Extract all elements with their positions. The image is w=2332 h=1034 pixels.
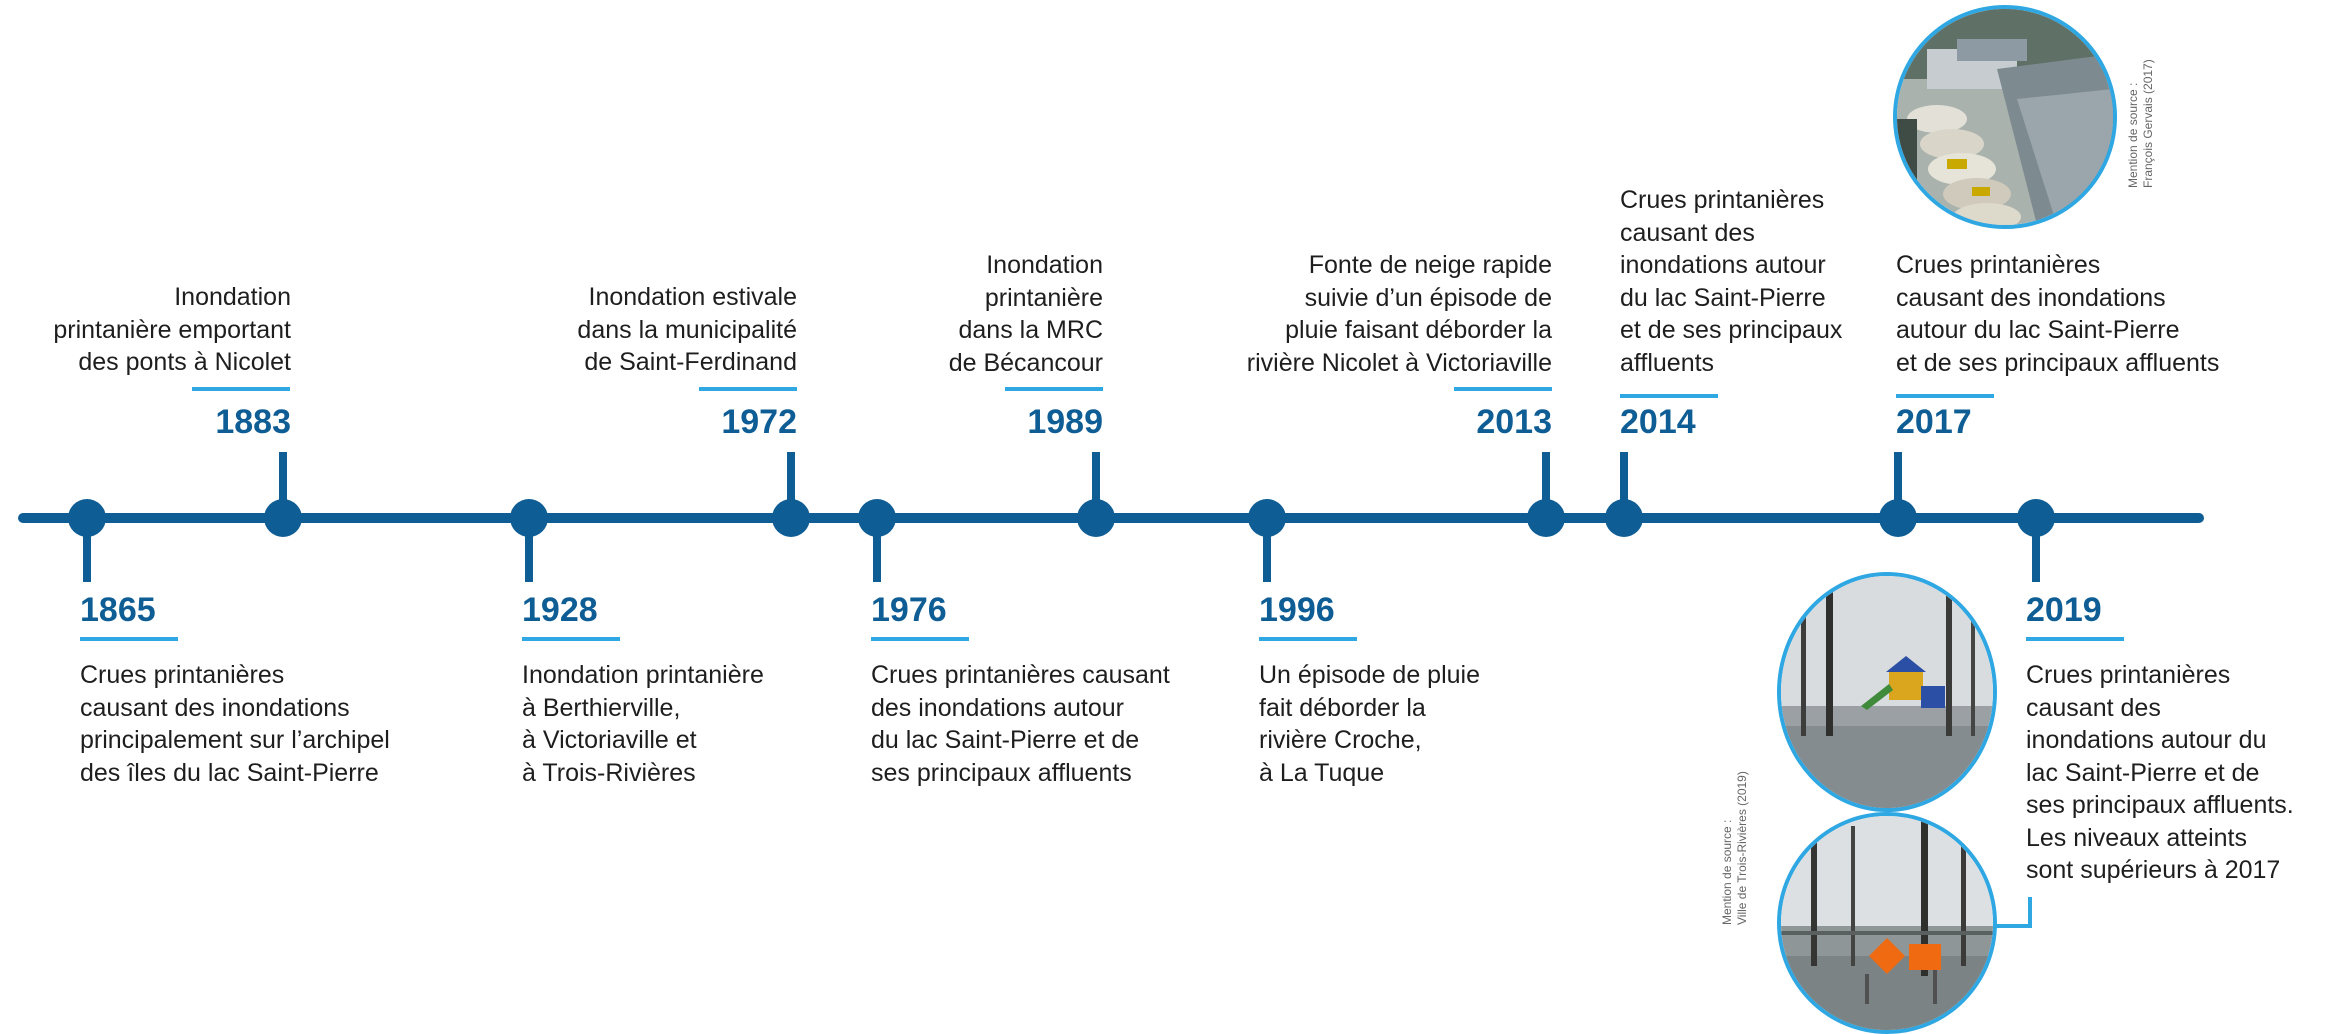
event-1928-year: 1928: [522, 591, 598, 629]
event-2013-year: 2013: [1476, 403, 1552, 441]
flood-street-image: [1897, 9, 2113, 225]
event-2019-description: Crues printanières causant des inondatio…: [2026, 661, 2294, 884]
photo-credit-2017: Mention de source : François Gervais (20…: [2126, 59, 2155, 188]
stem-2017: [1894, 452, 1902, 514]
year-underline-2017: [1896, 394, 1994, 398]
stem-1972: [787, 452, 795, 514]
stem-1865: [83, 520, 91, 582]
photo-credit-2019: Mention de source : Ville de Trois-Riviè…: [1720, 771, 1749, 925]
event-1865-description: Crues printanières causant des inondatio…: [80, 661, 390, 787]
stem-1883: [279, 452, 287, 514]
year-underline-1928: [522, 637, 620, 641]
event-1972-year: 1972: [721, 403, 797, 441]
flooded-park-image: [1781, 816, 1993, 1030]
year-underline-1972: [699, 387, 797, 391]
event-1996-description: Un épisode de pluie fait déborder la riv…: [1259, 661, 1480, 787]
photo-2019-flooded-park: [1777, 812, 1997, 1034]
year-underline-1865: [80, 637, 178, 641]
year-underline-2013: [1454, 387, 1552, 391]
event-1972-description: Inondation estivale dans la municipalité…: [577, 283, 797, 376]
year-underline-1989: [1005, 387, 1103, 391]
event-1976-year: 1976: [871, 591, 947, 629]
event-1883-description: Inondation printanière emportant des pon…: [53, 283, 291, 376]
event-1928-description: Inondation printanière à Berthierville, …: [522, 661, 764, 787]
stem-1989: [1092, 452, 1100, 514]
event-1989-description: Inondation printanière dans la MRC de Bé…: [948, 251, 1103, 377]
photo-connector-rise: [2028, 897, 2032, 928]
event-1996-year: 1996: [1259, 591, 1335, 629]
stem-2013: [1542, 452, 1550, 514]
event-1883-year: 1883: [215, 403, 291, 441]
year-underline-2019: [2026, 637, 2124, 641]
event-1976-description: Crues printanières causant des inondatio…: [871, 661, 1170, 787]
event-1989-year: 1989: [1027, 403, 1103, 441]
stem-2019: [2032, 520, 2040, 582]
photo-2017-flood-street: [1893, 5, 2117, 229]
flooded-playground-image: [1781, 576, 1993, 808]
stem-2014: [1620, 452, 1628, 514]
stem-1996: [1263, 520, 1271, 582]
stem-1976: [873, 520, 881, 582]
event-2017-description: Crues printanières causant des inondatio…: [1896, 251, 2220, 377]
event-2019-year: 2019: [2026, 591, 2102, 629]
stem-1928: [525, 520, 533, 582]
year-underline-1976: [871, 637, 969, 641]
year-underline-1996: [1259, 637, 1357, 641]
photo-connector-horizontal: [1993, 924, 2030, 928]
year-underline-2014: [1620, 394, 1718, 398]
photo-2019-flooded-playground: [1777, 572, 1997, 812]
event-2014-year: 2014: [1620, 403, 1696, 441]
event-2013-description: Fonte de neige rapide suivie d’un épisod…: [1246, 251, 1552, 377]
year-underline-1883: [192, 387, 290, 391]
event-2017-year: 2017: [1896, 403, 1972, 441]
event-1865-year: 1865: [80, 591, 156, 629]
event-2014-description: Crues printanières causant des inondatio…: [1620, 186, 1843, 377]
